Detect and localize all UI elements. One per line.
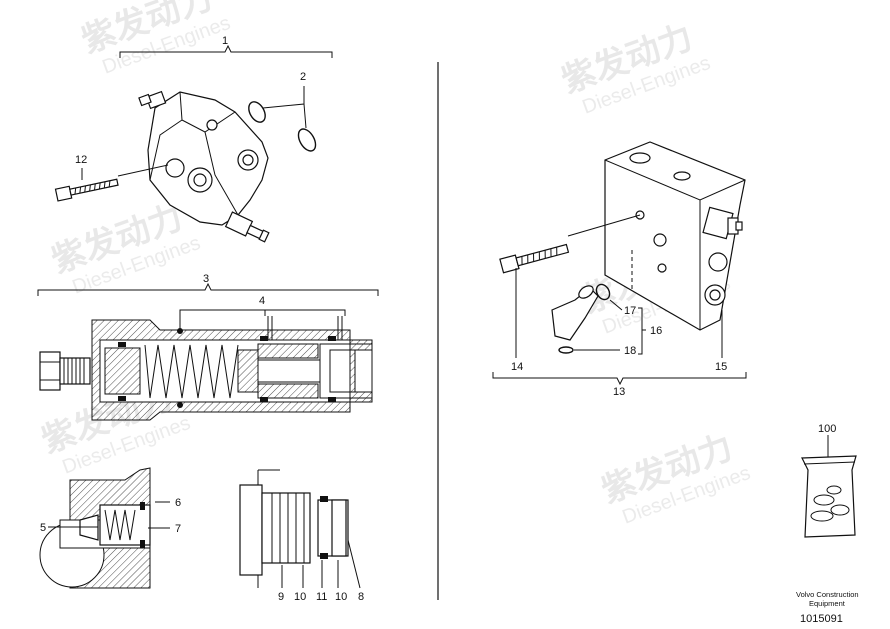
callout-13: 13 bbox=[613, 386, 625, 398]
callout-2: 2 bbox=[300, 71, 306, 83]
callout-8: 8 bbox=[358, 591, 364, 603]
callout-18: 18 bbox=[624, 345, 636, 357]
valve-assembly-1: 1 2 12 bbox=[54, 35, 333, 243]
drawing-ref-number: 1015091 bbox=[800, 613, 843, 625]
callout-9: 9 bbox=[278, 591, 284, 603]
valve-assembly-13: 14 17 18 16 15 13 bbox=[492, 141, 747, 398]
callout-10: 10 bbox=[335, 591, 347, 603]
callout-16: 16 bbox=[650, 325, 662, 337]
callout-15: 15 bbox=[715, 361, 727, 373]
callout-12: 12 bbox=[75, 154, 87, 166]
callout-1: 1 bbox=[222, 35, 228, 47]
seal-kit-bag-100: 100 bbox=[801, 423, 857, 538]
valve-cross-section-3: 3 4 bbox=[37, 273, 379, 421]
callout-5: 5 bbox=[40, 522, 46, 534]
callout-6: 6 bbox=[175, 497, 181, 509]
maker-line-1: Volvo Construction bbox=[796, 590, 859, 599]
seal-kit-detail: 9 10 11 10 8 bbox=[239, 469, 364, 603]
callout-14: 14 bbox=[511, 361, 523, 373]
maker-line-2: Equipment bbox=[809, 599, 846, 608]
callout-4: 4 bbox=[259, 295, 265, 307]
callout-7: 7 bbox=[175, 523, 181, 535]
callout-10: 10 bbox=[294, 591, 306, 603]
drawing-footer: Volvo Construction Equipment 1015091 bbox=[796, 590, 859, 625]
callout-100: 100 bbox=[818, 423, 836, 435]
callout-3: 3 bbox=[203, 273, 209, 285]
callout-11: 11 bbox=[316, 591, 327, 603]
poppet-detail: 6 5 7 bbox=[39, 467, 181, 589]
callout-17: 17 bbox=[624, 305, 636, 317]
